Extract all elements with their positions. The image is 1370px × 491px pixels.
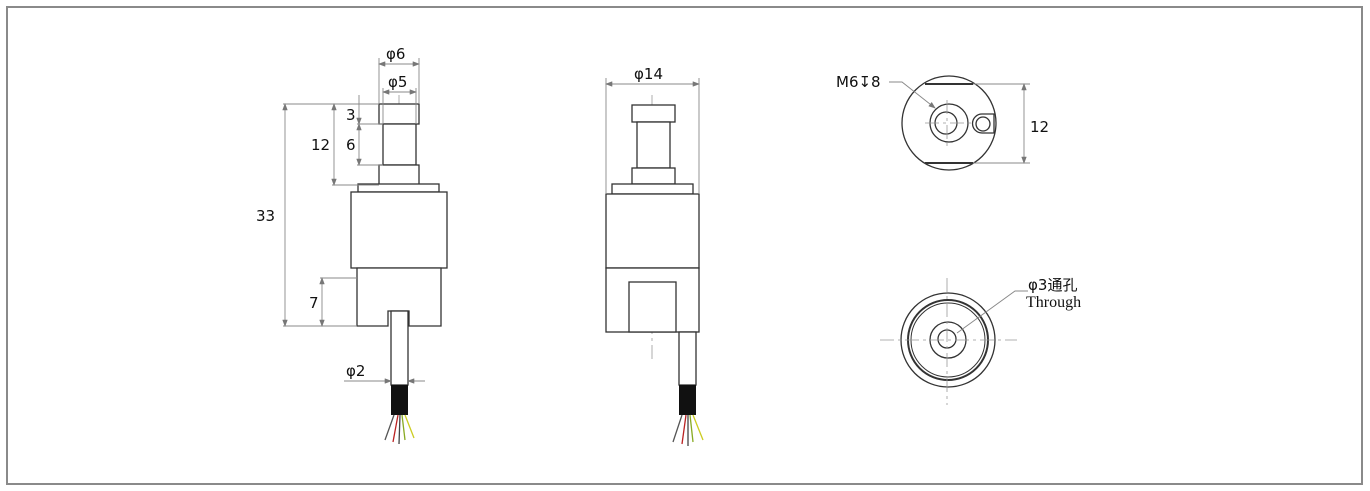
dim-7-label: 7 [309, 294, 319, 312]
side-view: φ6 φ5 33 12 3 6 7 φ2 [256, 45, 448, 445]
dim-d2-label: φ2 [346, 362, 365, 380]
hole-label-en: Through [1026, 294, 1081, 311]
hole-label-cn: φ3通孔 [1028, 276, 1077, 294]
dim-d5-label: φ5 [388, 73, 407, 91]
dim-d14-label: φ14 [634, 65, 663, 83]
dim-3-label: 3 [346, 106, 356, 124]
top-view: M6↧8 12 [836, 73, 1049, 171]
bottom-view: φ3通孔 Through [880, 276, 1081, 405]
dim-33-label: 33 [256, 207, 275, 225]
frame-border [6, 6, 1363, 485]
dim-6-label: 6 [346, 136, 356, 154]
dim-12-label: 12 [311, 136, 330, 154]
front-view: φ14 [605, 65, 704, 446]
dim-12-top-label: 12 [1030, 118, 1049, 136]
thread-label: M6↧8 [836, 73, 881, 91]
dim-d6-label: φ6 [386, 45, 405, 63]
